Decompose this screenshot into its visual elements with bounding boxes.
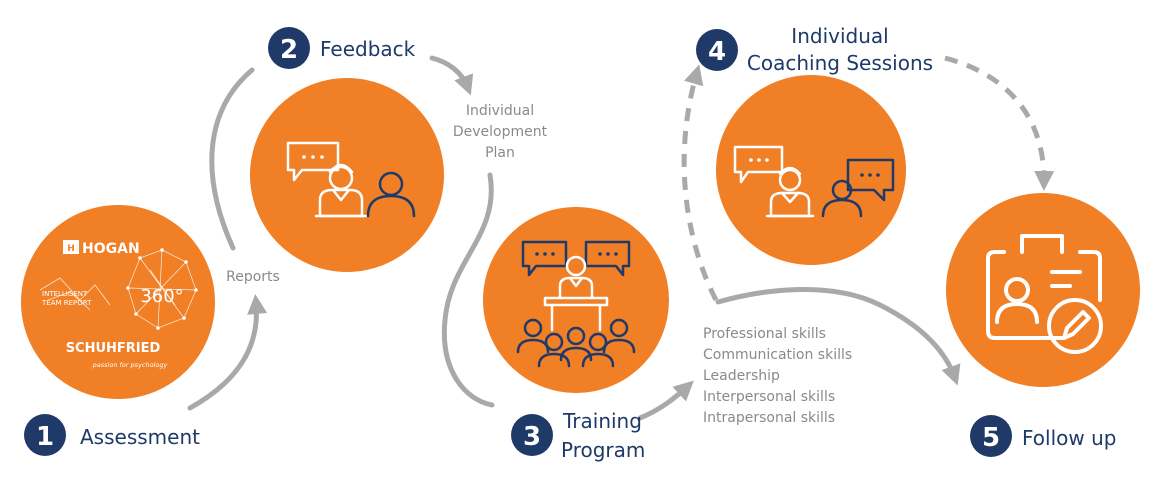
reports-note: Reports [226, 269, 280, 285]
skills-list: Professional skills Communication skills… [703, 326, 852, 426]
followup-circle [946, 193, 1140, 387]
dashed-arrows [681, 55, 1055, 302]
step-2-number: 2 [280, 35, 298, 65]
arrow-dashed-to-coaching [681, 64, 719, 302]
arrow-assessment-to-reports [187, 294, 268, 411]
step-1: 1 Assessment [24, 414, 200, 456]
skill-item: Intrapersonal skills [703, 410, 835, 426]
step-1-label: Assessment [80, 425, 200, 449]
idp-note: Individual Development Plan [453, 103, 548, 161]
idp-line-2: Development [453, 124, 548, 140]
step-2: 2 Feedback [268, 27, 416, 69]
step-5-number: 5 [982, 423, 1000, 453]
idp-line-1: Individual [466, 103, 534, 119]
schuhfried-text: SCHUHFRIED [66, 341, 161, 356]
step-2-badge [268, 27, 310, 69]
step-3-label-line2: Program [561, 438, 645, 462]
schuhfried-tagline: passion for psychology [92, 361, 168, 369]
assessment-logos: H HOGAN INTELLIGENT TEAM REPORT 360° SCH… [39, 240, 198, 369]
step-1-number: 1 [36, 422, 54, 452]
idp-line-3: Plan [485, 145, 515, 161]
arrow-idp-to-training [441, 172, 495, 408]
step-5-badge [970, 415, 1012, 457]
itr-line2: TEAM REPORT [41, 299, 92, 307]
skill-item: Interpersonal skills [703, 389, 835, 405]
step-4-badge [696, 29, 738, 71]
step-5: 5 Follow up [970, 415, 1116, 457]
skill-item: Professional skills [703, 326, 826, 342]
feedback-circle [250, 78, 444, 272]
training-presentation-icon [516, 240, 636, 368]
itr-line1: INTELLIGENT [42, 290, 88, 298]
arrow-reports-to-feedback [209, 67, 255, 251]
step-4-label-line2: Coaching Sessions [747, 51, 933, 75]
three-sixty-text: 360° [140, 286, 183, 307]
step-3: 3 Training Program [511, 409, 645, 462]
hogan-logo: H HOGAN [63, 240, 140, 257]
step-2-label: Feedback [320, 37, 416, 61]
coaching-circle [716, 75, 906, 265]
step-4-label-line1: Individual [791, 24, 888, 48]
coaching-conversation-icon [733, 145, 895, 218]
step-5-label: Follow up [1022, 426, 1116, 450]
arrow-feedback-to-idp [429, 55, 474, 96]
svg-text:H: H [67, 244, 75, 254]
step-3-badge [511, 414, 553, 456]
skill-item: Leadership [703, 368, 780, 384]
id-badge-edit-icon [986, 234, 1103, 354]
connector-arrows [187, 55, 961, 421]
hogan-text: HOGAN [82, 241, 140, 257]
step-3-number: 3 [523, 422, 541, 452]
training-circle [483, 207, 669, 393]
step-4-number: 4 [708, 37, 726, 67]
itr-logo: INTELLIGENT TEAM REPORT [39, 277, 111, 311]
step-3-label-line1: Training [562, 409, 642, 433]
arrow-to-followup [715, 287, 961, 386]
arrow-training-to-skills [637, 380, 694, 421]
skill-item: Communication skills [703, 347, 852, 363]
feedback-conversation-icon [286, 141, 416, 218]
step-1-badge [24, 414, 66, 456]
step-4: 4 Individual Coaching Sessions [696, 24, 933, 75]
arrow-dashed-coaching-to-followup [944, 55, 1055, 191]
network-360-logo: 360° [126, 248, 198, 330]
